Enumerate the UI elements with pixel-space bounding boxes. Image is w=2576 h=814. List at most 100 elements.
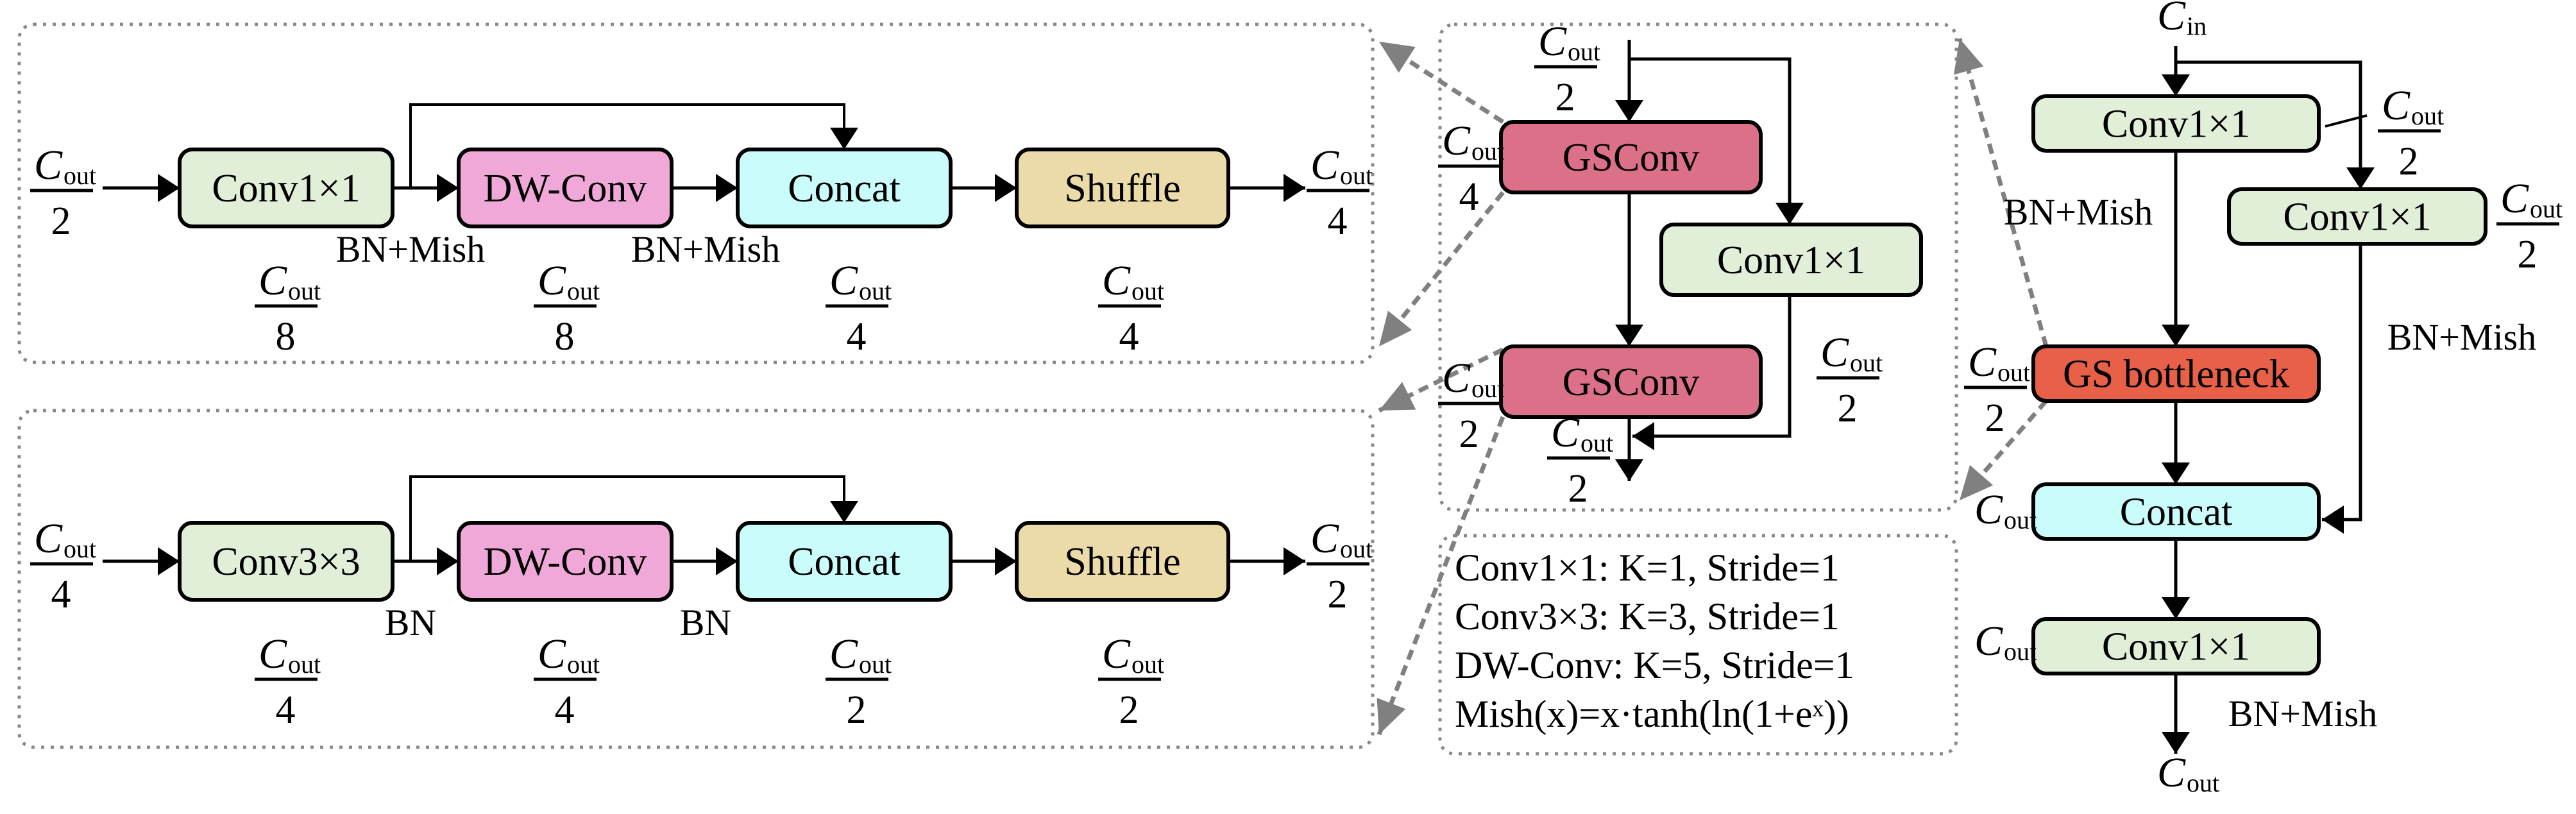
right-conv-a-channels-C: C bbox=[2382, 82, 2411, 129]
top_panel-channel-0-sub: out bbox=[288, 276, 321, 305]
right-concat-out-head bbox=[2162, 597, 2190, 619]
top_panel-box-shuffle-shape bbox=[1015, 148, 1230, 228]
right-output-channels-C: C bbox=[2157, 749, 2186, 796]
bottom_panel-channel-0-sub: out bbox=[288, 650, 321, 679]
top_panel-arrow-1-head bbox=[716, 174, 738, 202]
top_panel-box-conv-shape bbox=[178, 148, 394, 228]
legend-line-0: Conv1×1: K=1, Stride=1 bbox=[1455, 547, 1840, 589]
gsconv-top-box-label: GSConv bbox=[1563, 136, 1700, 180]
right-conv-b-box[interactable]: Conv1×1 bbox=[2227, 187, 2487, 246]
right-conv-b-channels-sub: out bbox=[2530, 194, 2563, 223]
bottom_panel-box-concat[interactable]: Concat bbox=[736, 521, 953, 602]
bottom_panel-box-shuffle-label: Shuffle bbox=[1064, 540, 1180, 584]
connector-gsconv-top-to-top-panel-bottom-head bbox=[1379, 310, 1412, 346]
top_panel-channel-3-sub: out bbox=[1131, 276, 1164, 305]
gsconv-bottom-box-label: GSConv bbox=[1563, 360, 1700, 404]
bottom_panel-skip-connection bbox=[409, 475, 845, 561]
right-conv-b-box-shape bbox=[2227, 187, 2487, 246]
top_panel-arrow-in-head bbox=[158, 174, 180, 202]
bottom_panel-arrow-in-head bbox=[158, 547, 180, 575]
middle-branch-head bbox=[1775, 203, 1804, 225]
middle-gs-link-head bbox=[1615, 325, 1643, 346]
connector-gsb-to-middle-top-head bbox=[1953, 38, 1984, 75]
gsconv-top-channels-sub: out bbox=[1471, 137, 1504, 165]
bottom_panel-skip-arrow-head bbox=[830, 501, 858, 523]
gsconv-top-channels-C: C bbox=[1442, 117, 1471, 164]
right-concat-channels-C: C bbox=[1974, 486, 2003, 533]
middle-conv-box[interactable]: Conv1×1 bbox=[1659, 223, 1923, 297]
top_panel-arrow-2-head bbox=[995, 174, 1017, 202]
gs-bottleneck-box-shape bbox=[2031, 344, 2321, 403]
bottom_panel-channel-0-C: C bbox=[258, 631, 287, 677]
top_panel-box-concat[interactable]: Concat bbox=[736, 148, 953, 228]
top_panel-activation-0: BN+Mish bbox=[336, 228, 486, 270]
middle-in-head bbox=[1615, 100, 1643, 122]
bottom_panel-output-channels-sub: out bbox=[1340, 534, 1373, 563]
top_panel-box-dwconv[interactable]: DW-Conv bbox=[457, 148, 674, 228]
top_panel-channel-1-C: C bbox=[538, 257, 566, 304]
gsconv-top-box-shape bbox=[1499, 120, 1763, 194]
legend-line-1: Conv3×3: K=3, Stride=1 bbox=[1455, 595, 1840, 638]
bottom_panel-channel-3-sub: out bbox=[1131, 650, 1164, 679]
right-conv-a-box-shape bbox=[2031, 94, 2321, 153]
bottom_panel-box-shuffle[interactable]: Shuffle bbox=[1015, 521, 1230, 602]
gsconv-bottom-box[interactable]: GSConv bbox=[1499, 344, 1763, 419]
top_panel-output-channels-den: 4 bbox=[1328, 199, 1348, 243]
bottom_panel-box-conv-shape bbox=[178, 521, 394, 602]
connector-gsb-to-middle-bottom-head bbox=[1960, 465, 1994, 500]
right-out-head bbox=[2162, 732, 2190, 754]
middle-conv-channels-den: 2 bbox=[1838, 387, 1858, 430]
gs-bottleneck-channels-den: 2 bbox=[1985, 396, 2005, 440]
top_panel-channel-1-sub: out bbox=[567, 276, 600, 305]
top_panel-channel-0-den: 8 bbox=[276, 315, 296, 359]
top_panel-box-conv[interactable]: Conv1×1 bbox=[178, 148, 394, 228]
right-conv-out-box[interactable]: Conv1×1 bbox=[2031, 617, 2321, 675]
right-conv-b-activation: BN+Mish bbox=[2387, 316, 2537, 358]
bottom_panel-arrow-1-head bbox=[716, 547, 738, 575]
bottom_panel-activation-1: BN bbox=[680, 602, 732, 643]
bottom_panel-box-concat-label: Concat bbox=[788, 540, 901, 584]
right-conv-out-box-shape bbox=[2031, 617, 2321, 675]
legend-line-2: DW-Conv: K=5, Stride=1 bbox=[1455, 644, 1854, 686]
top_panel-channel-2-sub: out bbox=[859, 276, 892, 305]
right-concat-box-shape bbox=[2031, 482, 2321, 541]
bottom_panel-box-shuffle-shape bbox=[1015, 521, 1230, 602]
bottom_panel-channel-1-C: C bbox=[538, 631, 566, 677]
bottom_panel-channel-1-sub: out bbox=[567, 650, 600, 679]
legend-line-3: Mish(x)=x·tanh(ln(1+eˣ)) bbox=[1455, 693, 1849, 735]
bottom_panel-input-channels-sub: out bbox=[64, 534, 96, 563]
bottom_panel-box-dwconv[interactable]: DW-Conv bbox=[457, 521, 674, 602]
top_panel-box-shuffle[interactable]: Shuffle bbox=[1015, 148, 1230, 228]
bottom_panel-input-channels-C: C bbox=[34, 515, 63, 562]
top_panel-activation-1: BN+Mish bbox=[631, 228, 781, 270]
right-concat-box[interactable]: Concat bbox=[2031, 482, 2321, 541]
right-output-channels-sub: out bbox=[2187, 768, 2219, 797]
gsconv-top-box[interactable]: GSConv bbox=[1499, 120, 1763, 194]
bottom_panel-output-channels-den: 2 bbox=[1328, 573, 1348, 616]
top_panel-box-shuffle-label: Shuffle bbox=[1064, 167, 1180, 210]
top_panel-skip-connection bbox=[409, 103, 845, 188]
right-branch-head bbox=[2346, 167, 2375, 189]
middle-conv-box-label: Conv1×1 bbox=[1717, 239, 1865, 282]
middle-merge-head bbox=[1632, 422, 1654, 450]
gs-bottleneck-panel bbox=[1438, 22, 1958, 512]
bottom_panel-box-conv[interactable]: Conv3×3 bbox=[178, 521, 394, 602]
top_panel-arrow-out-head bbox=[1284, 174, 1305, 202]
top_panel-box-concat-label: Concat bbox=[788, 167, 901, 210]
right-conv-a-box[interactable]: Conv1×1 bbox=[2031, 94, 2321, 153]
connector-gsconv-bottom-to-bottom-panel-end bbox=[1377, 416, 1505, 736]
gs-bottleneck-box[interactable]: GS bottleneck bbox=[2031, 344, 2321, 403]
gsconv-bottom-channels-den: 2 bbox=[1459, 412, 1479, 456]
gs-bottleneck-channels-C: C bbox=[1968, 339, 1997, 386]
middle-conv-channels-sub: out bbox=[1850, 348, 1883, 377]
